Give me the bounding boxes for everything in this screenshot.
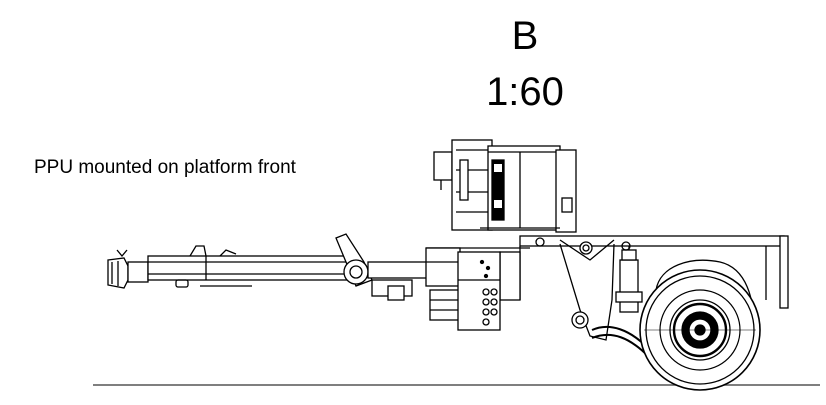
view-letter: B [511, 14, 539, 58]
coupling-hinge [335, 233, 429, 301]
suspension-linkage [535, 237, 649, 357]
tow-bar [107, 245, 349, 289]
wheel [639, 259, 761, 391]
platform-frame [425, 235, 789, 321]
caption: PPU mounted on platform front [34, 157, 296, 178]
ppu-unit [433, 139, 577, 233]
mounting-plate [457, 251, 501, 331]
view-scale: 1:60 [486, 70, 564, 114]
